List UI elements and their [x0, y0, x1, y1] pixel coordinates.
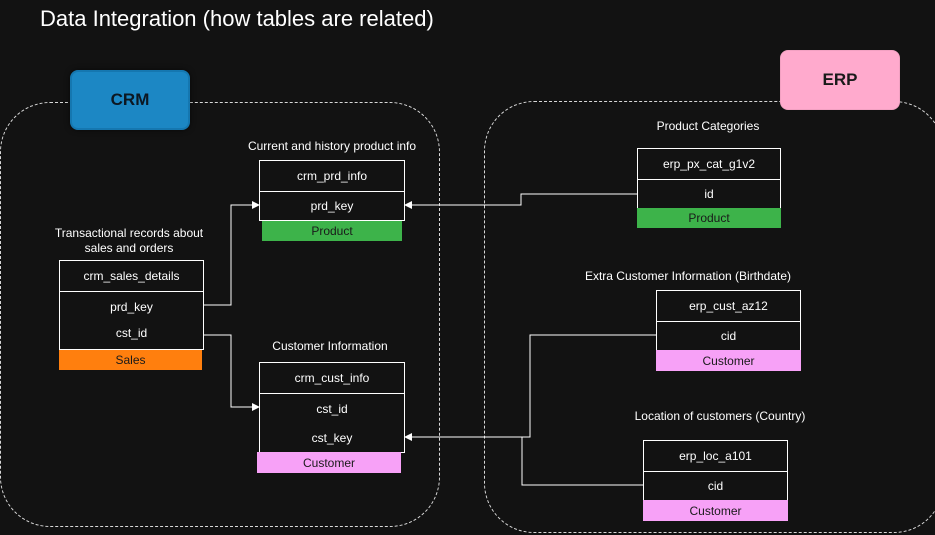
- table-name: erp_loc_a101: [679, 449, 752, 463]
- field-cst-id: cst_id: [115, 326, 148, 340]
- sales-details-caption: Transactional records about sales and or…: [54, 226, 204, 255]
- divider: [60, 291, 203, 292]
- table-name: crm_cust_info: [294, 371, 370, 385]
- cust-az12-caption: Extra Customer Information (Birthdate): [584, 269, 792, 283]
- erp-badge: ERP: [780, 50, 900, 110]
- table-name: erp_cust_az12: [689, 299, 768, 313]
- table-name: crm_sales_details: [83, 269, 180, 283]
- divider: [260, 191, 404, 192]
- table-erp-px-cat-g1v2: erp_px_cat_g1v2 id: [637, 148, 781, 209]
- px-cat-caption: Product Categories: [656, 119, 760, 133]
- field-prd-key: prd_key: [310, 199, 354, 213]
- tag-product: Product: [262, 221, 402, 241]
- table-crm-sales-details: crm_sales_details prd_key cst_id: [59, 260, 204, 350]
- cust-info-caption: Customer Information: [272, 339, 388, 353]
- field-cst-key: cst_key: [311, 431, 353, 445]
- table-name: erp_px_cat_g1v2: [662, 157, 756, 171]
- divider: [260, 393, 404, 394]
- table-crm-prd-info: crm_prd_info prd_key: [259, 160, 405, 221]
- field-cst-id: cst_id: [316, 402, 348, 416]
- field-cid: cid: [707, 479, 724, 493]
- tag-product: Product: [637, 208, 781, 228]
- page-title: Data Integration (how tables are related…: [40, 6, 434, 31]
- tag-customer: Customer: [257, 452, 401, 473]
- field-cid: cid: [720, 329, 737, 343]
- tag-customer: Customer: [643, 500, 788, 521]
- crm-badge: CRM: [70, 70, 190, 130]
- table-erp-loc-a101: erp_loc_a101 cid: [643, 440, 788, 501]
- erp-region: [484, 101, 935, 533]
- divider: [657, 321, 800, 322]
- divider: [644, 471, 787, 472]
- loc-a101-caption: Location of customers (Country): [634, 409, 806, 423]
- field-id: id: [704, 187, 714, 201]
- tag-sales: Sales: [59, 350, 202, 370]
- table-crm-cust-info: crm_cust_info cst_id cst_key: [259, 362, 405, 453]
- table-erp-cust-az12: erp_cust_az12 cid: [656, 290, 801, 351]
- table-name: crm_prd_info: [296, 169, 368, 183]
- divider: [638, 179, 780, 180]
- field-prd-key: prd_key: [110, 300, 153, 314]
- crm-region: [0, 102, 440, 527]
- tag-customer: Customer: [656, 350, 801, 371]
- prd-info-caption: Current and history product info: [247, 139, 417, 153]
